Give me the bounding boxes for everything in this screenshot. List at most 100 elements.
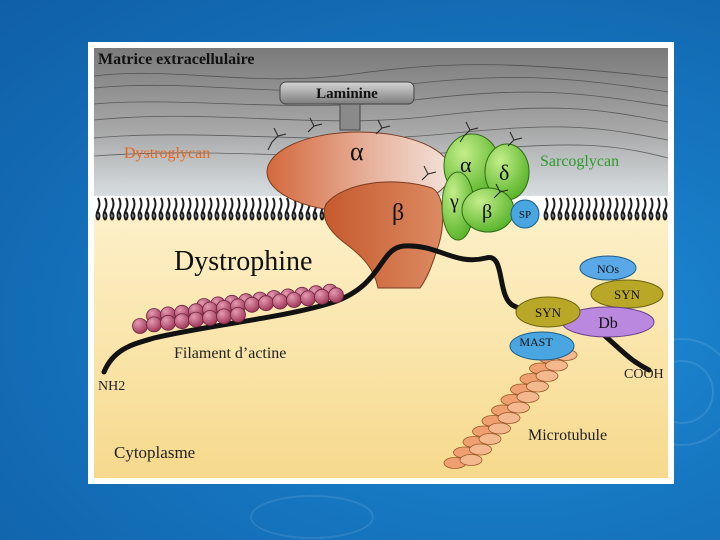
lipid-tail xyxy=(566,211,570,221)
lipid-tail xyxy=(573,211,577,221)
sarcoglycan-delta-symbol: δ xyxy=(499,160,509,185)
lipid-tail xyxy=(557,197,563,221)
lipid-tail xyxy=(130,197,136,221)
tubulin-dimer xyxy=(478,433,502,445)
lipid-tail xyxy=(608,211,612,221)
tubulin-dimer xyxy=(535,370,559,382)
actin-monomer xyxy=(132,318,148,334)
lipid-tail xyxy=(571,197,577,221)
sarcoglycan-beta-symbol: β xyxy=(482,201,492,223)
sarcospan-label: SP xyxy=(519,209,531,221)
lipid-tail xyxy=(242,197,248,221)
lipid-tail xyxy=(111,211,115,221)
tubulin-dimer xyxy=(488,422,511,435)
lipid-tail xyxy=(200,197,206,221)
nos-protein: NOs xyxy=(579,255,637,281)
sarcoglycan-gamma-symbol: γ xyxy=(449,191,459,213)
lipid-tail xyxy=(202,211,206,221)
sarcospan: SP xyxy=(510,199,540,229)
lipid-tail xyxy=(613,197,619,221)
lipid-tail xyxy=(123,197,129,221)
nos-label: NOs xyxy=(597,262,619,276)
lipid-tail xyxy=(167,211,171,221)
sarcoglycan-alpha-symbol: α xyxy=(460,152,472,177)
lipid-tail xyxy=(132,211,136,221)
lipid-tail xyxy=(230,211,234,221)
lipid-tail xyxy=(118,211,122,221)
tubulin-dimer xyxy=(469,443,492,456)
lipid-tail xyxy=(592,197,598,221)
actin-monomer xyxy=(230,306,246,323)
sarcoglycan-label: Sarcoglycan xyxy=(540,153,619,170)
tubulin-dimer xyxy=(526,380,549,393)
lipid-tail xyxy=(223,211,227,221)
lipid-tail xyxy=(622,211,626,221)
lipid-tail xyxy=(265,211,269,221)
lipid-tail xyxy=(606,197,612,221)
glycan-chains xyxy=(267,117,523,199)
lipid-tail xyxy=(293,211,297,221)
actin-monomer xyxy=(160,314,176,331)
microtubule xyxy=(443,349,578,469)
lipid-tail xyxy=(314,211,318,221)
lipid-tail xyxy=(599,197,605,221)
mast-label: MAST xyxy=(519,335,553,349)
actin-monomer xyxy=(202,310,218,326)
lipid-tail xyxy=(543,197,549,221)
lipid-tail xyxy=(102,197,108,221)
lipid-tail xyxy=(186,197,192,221)
lipid-tail xyxy=(307,211,311,221)
lipid-tail xyxy=(585,197,591,221)
background-ripple xyxy=(250,495,374,539)
beta-dystroglycan xyxy=(323,181,444,289)
lipid-tail xyxy=(251,211,255,221)
lipid-tail xyxy=(221,197,227,221)
lipid-tail xyxy=(228,197,234,221)
cytoplasm-label: Cytoplasme xyxy=(114,443,195,462)
lipid-tail xyxy=(559,211,563,221)
lipid-tail xyxy=(552,211,556,221)
lipid-tail xyxy=(594,211,598,221)
actin-filament-label: Filament d’actine xyxy=(174,345,286,362)
lipid-tail xyxy=(249,197,255,221)
lipid-tail xyxy=(179,197,185,221)
lipid-tail xyxy=(629,211,633,221)
lipid-tail xyxy=(195,211,199,221)
actin-monomer xyxy=(244,296,260,313)
syn-upper-label: SYN xyxy=(614,287,641,302)
lipid-tail xyxy=(664,211,668,221)
extracellular-matrix-label: Matrice extracellulaire xyxy=(98,51,255,68)
dystrobrevin-label: Db xyxy=(598,315,618,332)
actin-monomer xyxy=(216,308,232,325)
lipid-tail xyxy=(657,211,661,221)
lipid-tail xyxy=(172,197,178,221)
lipid-tail xyxy=(587,211,591,221)
lipid-tail xyxy=(643,211,647,221)
lipid-tail xyxy=(601,211,605,221)
lipid-tail xyxy=(550,197,556,221)
lipid-tail xyxy=(193,197,199,221)
dystroglycan-alpha-symbol: α xyxy=(350,137,364,166)
lipid-tail xyxy=(235,197,241,221)
lipid-tail xyxy=(564,197,570,221)
lipid-tail xyxy=(270,197,276,221)
sarcoglycan-complex: α δ γ β xyxy=(441,133,530,241)
lipid-tail xyxy=(662,197,668,221)
actin-monomer xyxy=(300,290,316,307)
lipid-tail xyxy=(321,211,325,221)
actin-filament xyxy=(132,283,344,334)
lipid-tail xyxy=(578,197,584,221)
lipid-tail xyxy=(634,197,640,221)
lipid-tail xyxy=(627,197,633,221)
actin-monomer xyxy=(272,293,288,310)
nh2-label: NH2 xyxy=(98,379,125,394)
tubulin-dimer xyxy=(507,401,530,414)
lipid-tail xyxy=(165,197,171,221)
tubulin-dimer xyxy=(516,391,540,403)
lipid-tail xyxy=(153,211,157,221)
lipid-tail xyxy=(279,211,283,221)
lipid-tail xyxy=(109,197,115,221)
lipid-tail xyxy=(580,211,584,221)
actin-monomer xyxy=(328,287,344,304)
mast-protein: MAST xyxy=(509,331,575,361)
